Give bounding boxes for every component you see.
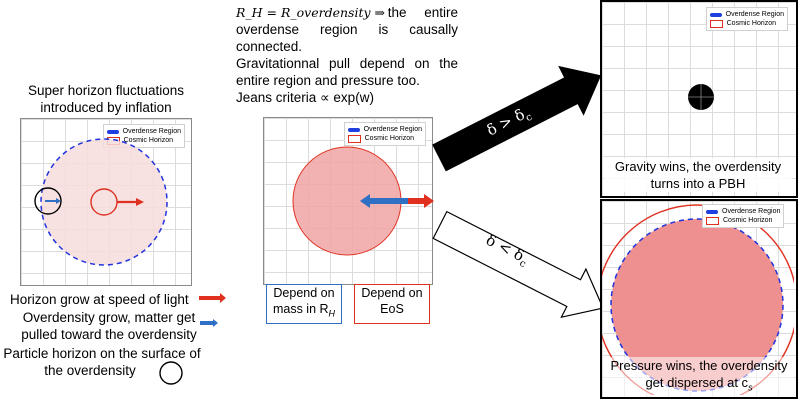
jeans-criteria: Jeans criteria ∝ exp(w) [236,90,374,105]
legend: Overdense Region Cosmic Horizon [343,122,426,146]
pressure-wins-caption: Pressure wins, the overdensity get dispe… [604,357,794,397]
particle-horizon-note: Particle horizon on the surface of the o… [3,346,201,378]
top-explanation: R_H = R_overdensity ⇒ the entire overden… [236,5,458,105]
left-title: Super horizon fluctuations introduced by… [27,83,185,115]
expanded-horizon [602,204,794,395]
gravity-wins-arrow [432,65,602,172]
legend: Overdense Region Cosmic Horizon [705,7,788,31]
gravity-arrow [360,194,408,208]
pressure-wins-arrow [432,210,604,319]
overdense-region-circle [40,138,168,266]
legend: Overdense Region Cosmic Horizon [702,204,785,228]
blue-legend-arrow [200,319,218,327]
mass-dependency-box: Depend on mass in RH [266,284,342,324]
dispersing-overdensity [610,218,784,392]
red-legend-arrow [199,293,226,303]
overdensity-note: Overdensity grow, matter get pulled towa… [21,310,197,342]
overdense-swatch [106,129,119,134]
horizon-arrow [136,198,144,206]
eos-dependency-box: Depend on EoS [354,284,430,324]
black-circle-legend [159,361,183,385]
matter-arrow-small [45,198,61,204]
horizon-equality: R_H = R_overdensity ⇒ [236,5,385,20]
gravity-wins-caption: Gravity wins, the overdensity turns into… [604,158,792,192]
horizon-speed-note: Horizon grow at speed of light [10,292,189,307]
